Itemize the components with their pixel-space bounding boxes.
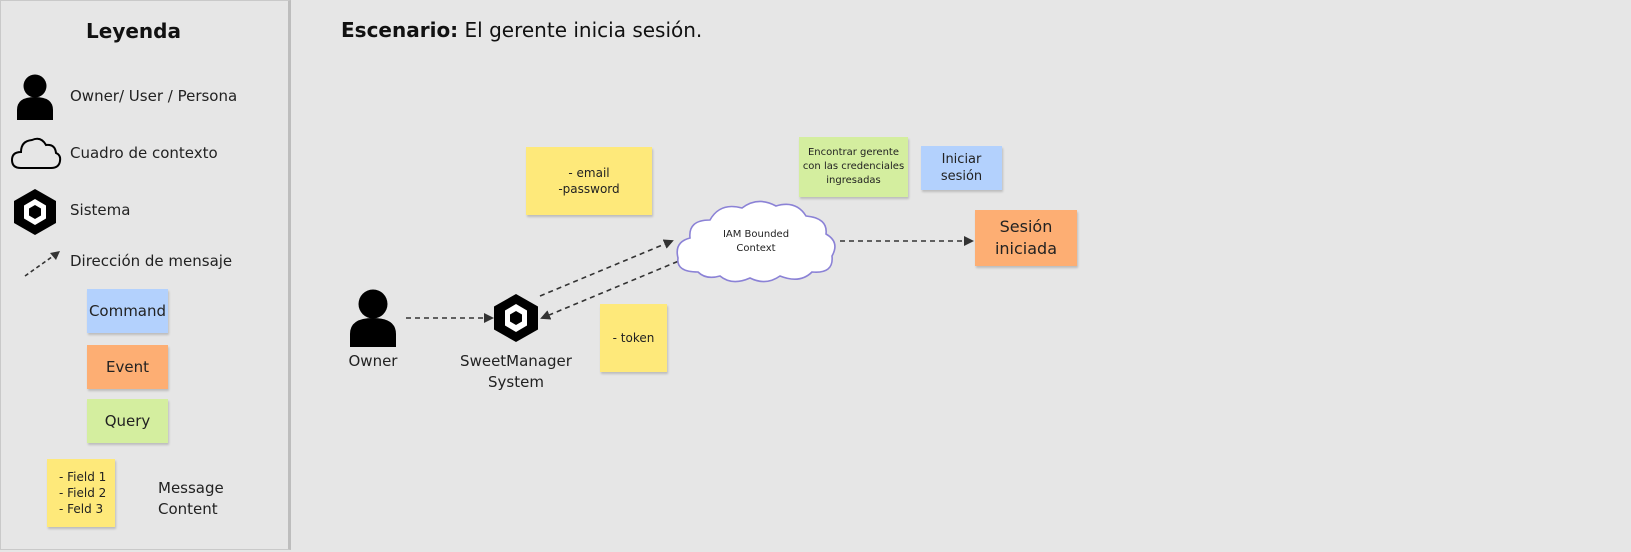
scenario-title: Escenario: El gerente inicia sesión. xyxy=(341,18,702,42)
scenario-text: El gerente inicia sesión. xyxy=(458,18,703,42)
arrow-context-to-system xyxy=(540,257,687,320)
legend-command-sticky: Command xyxy=(87,289,168,333)
legend-message-content-label: Message Content xyxy=(158,478,224,520)
legend-query-sticky: Query xyxy=(87,399,168,443)
legend-message-content-line-1: Message xyxy=(158,479,224,497)
dashed-arrow-icon xyxy=(24,251,60,277)
query-sticky: Encontrar gerente con las credenciales i… xyxy=(799,137,908,197)
event-sticky: Sesión iniciada xyxy=(975,210,1077,266)
system-hexagon-icon xyxy=(14,189,56,235)
owner-label: Owner xyxy=(348,352,398,370)
system-label-line-1: SweetManager xyxy=(460,352,572,370)
legend-persona-label: Owner/ User / Persona xyxy=(70,87,238,105)
event-line-2: iniciada xyxy=(994,239,1058,258)
legend-message-content-sticky: - Field 1 - Field 2 - Feld 3 xyxy=(47,459,115,527)
arrow-system-to-context xyxy=(539,239,674,297)
legend-title: Leyenda xyxy=(86,19,181,43)
context-label: IAM Bounded Context xyxy=(700,228,812,256)
response-field-token: - token xyxy=(612,331,655,345)
legend-system-label: Sistema xyxy=(70,201,131,219)
legend-field-2: - Field 2 xyxy=(59,486,107,500)
legend-message-label: Dirección de mensaje xyxy=(70,252,233,270)
context-label-line-2: Context xyxy=(736,243,776,254)
legend-context-label: Cuadro de contexto xyxy=(70,144,218,162)
legend-panel: Leyenda Owner/ User / Persona Cuadro de … xyxy=(0,0,291,550)
legend-message-content-line-2: Content xyxy=(158,500,218,518)
command-sticky: Iniciar sesión xyxy=(921,146,1002,190)
response-message-sticky: - token xyxy=(600,304,667,372)
cloud-icon xyxy=(10,137,62,169)
system-label: SweetManager System xyxy=(456,351,576,393)
query-line-3: ingresadas xyxy=(826,175,881,186)
owner-person-icon xyxy=(350,289,396,347)
event-line-1: Sesión xyxy=(999,217,1053,236)
command-line-2: sesión xyxy=(940,169,983,184)
command-line-1: Iniciar xyxy=(941,152,982,167)
context-cloud-icon xyxy=(676,200,836,283)
system-label-line-2: System xyxy=(488,373,544,391)
person-icon xyxy=(17,74,53,120)
scenario-prefix: Escenario: xyxy=(341,18,459,42)
query-line-1: Encontrar gerente xyxy=(807,147,899,158)
request-field-email: - email xyxy=(568,166,610,180)
legend-event-sticky: Event xyxy=(87,345,168,389)
system-hexagon-node-icon xyxy=(494,294,538,342)
request-message-sticky: - email -password xyxy=(526,147,652,215)
query-line-2: con las credenciales xyxy=(802,161,905,172)
legend-field-1: - Field 1 xyxy=(59,470,107,484)
context-label-line-1: IAM Bounded xyxy=(722,229,790,240)
legend-field-3: - Feld 3 xyxy=(59,502,104,516)
request-field-password: -password xyxy=(558,182,620,196)
